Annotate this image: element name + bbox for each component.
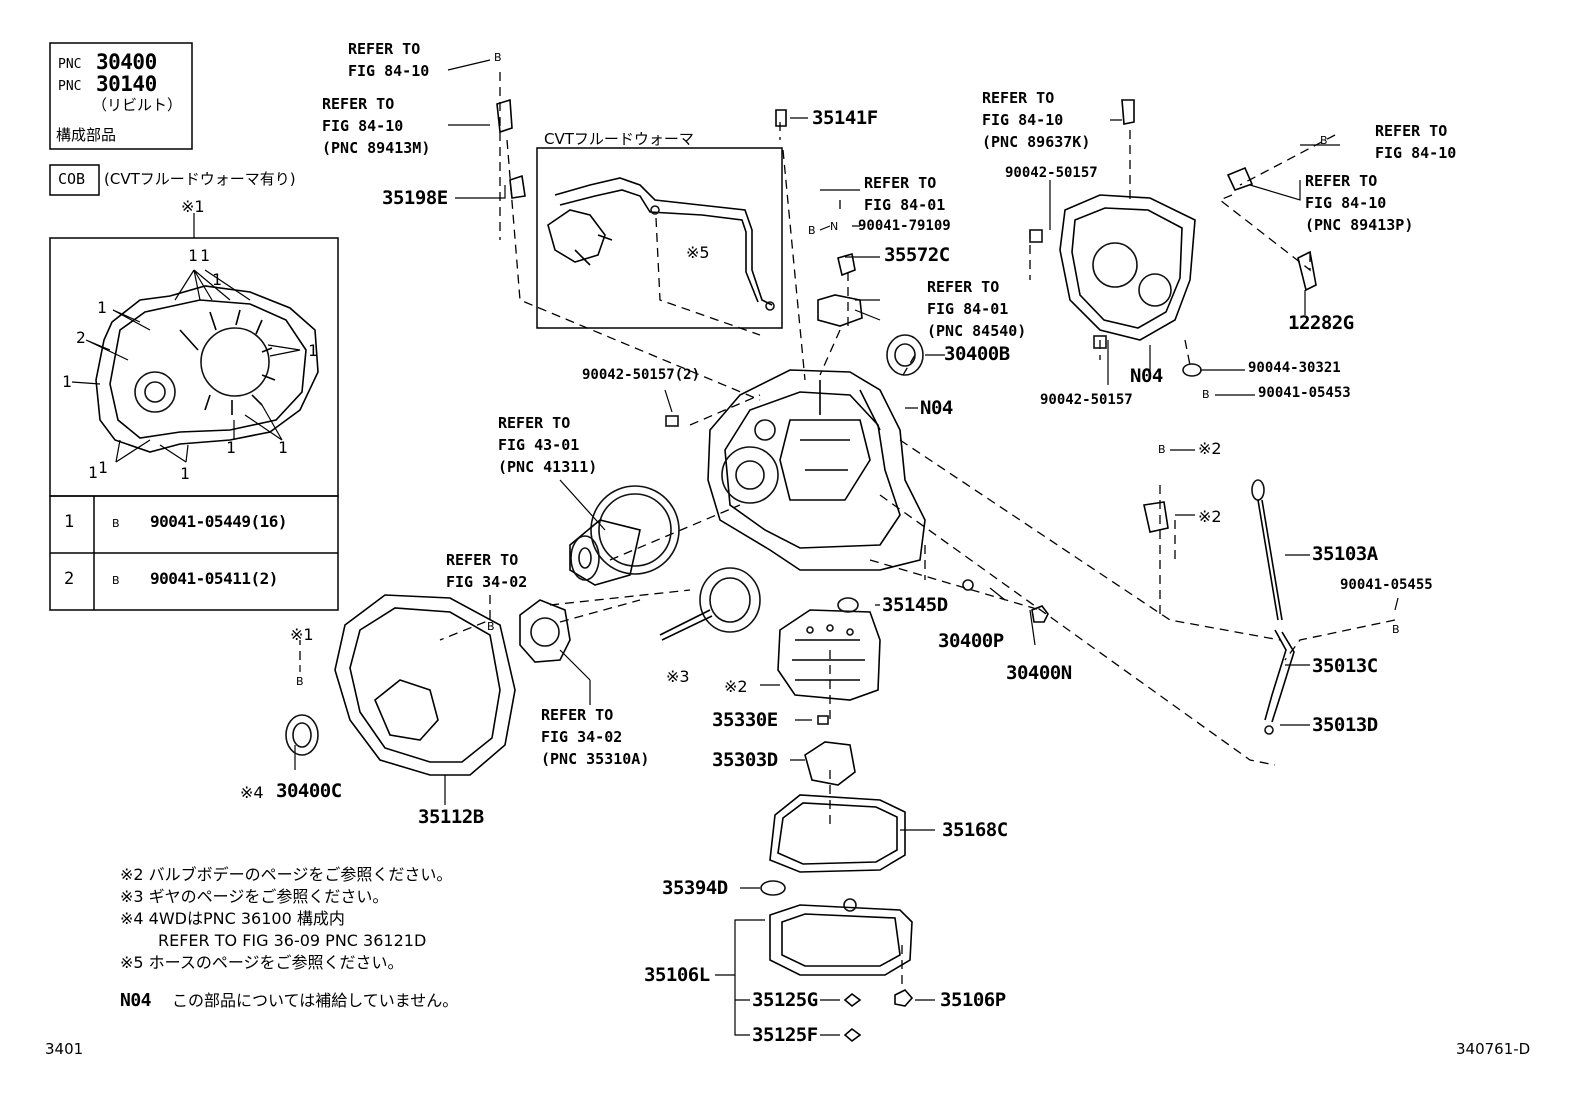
part-35168c: 35168C [942, 819, 1008, 841]
note-line: ※5 ホースのページをご参照ください。 [120, 953, 404, 972]
part-12282g: 12282G [1288, 312, 1354, 334]
ref-mark-3: ※3 [666, 667, 690, 686]
detail-callout-11: 1 [88, 463, 98, 482]
ref-mark-2c: ※2 [724, 677, 748, 696]
detail-callout-6: 1 [308, 341, 318, 360]
footer-left-code: 3401 [45, 1040, 84, 1058]
detail-callout-7: 1 [226, 438, 236, 457]
detail-callout-8: 1 [278, 438, 288, 457]
part-35303d: 35303D [712, 749, 778, 771]
part-35125f: 35125F [752, 1024, 818, 1046]
note-line: REFER TO FIG 36-09 PNC 36121D [158, 931, 427, 950]
n04-note-code: N04 [120, 990, 152, 1011]
detail-callout-1: 1 [188, 246, 198, 265]
legend-row-1-part: 90041-05449(16) [150, 512, 288, 531]
ref-mark-4: ※4 [240, 783, 264, 802]
detail-callout-5: 1 [62, 372, 72, 391]
part-35145d: 35145D [882, 594, 948, 616]
warmer-title: CVTフルードウォーマ [544, 130, 694, 148]
detail-callout-2: 1 [200, 246, 210, 265]
n-mark-1: N [830, 220, 839, 233]
part-35572c: 35572C [884, 244, 950, 266]
refer-fig-34-02-35310a: REFER TO FIG 34-02 (PNC 35310A) [541, 706, 650, 768]
part-90042-50157-2: 90042-50157(2) [582, 367, 701, 383]
note-line: ※3 ギヤのページをご参照ください。 [120, 887, 389, 906]
legend-row-2-mark: B [112, 574, 120, 587]
legend-row-2-num: 2 [64, 569, 75, 589]
part-30400p: 30400P [938, 630, 1004, 652]
component-label: 構成部品 [56, 126, 117, 144]
refer-fig-84-10-89413m: REFER TO FIG 84-10 (PNC 89413M) [322, 95, 431, 157]
pnc-prefix-1: PNC [58, 57, 82, 72]
legend-row-1-mark: B [112, 517, 120, 530]
note-line: ※2 バルブボデーのページをご参照ください。 [120, 865, 453, 884]
refer-fig-43-01-41311: REFER TO FIG 43-01 (PNC 41311) [498, 414, 598, 476]
detail-callout-3: 1 [97, 298, 107, 317]
detail-callout-4: 2 [76, 328, 86, 347]
note-line: ※4 4WDはPNC 36100 構成内 [120, 909, 345, 928]
warmer-note: ※5 [686, 243, 710, 262]
footer-right-code: 340761-D [1456, 1040, 1531, 1058]
part-n04-main: N04 [920, 397, 953, 419]
part-35103a: 35103A [1312, 543, 1378, 565]
ref-mark-1: ※1 [290, 625, 314, 644]
b-mark-8: B [296, 675, 304, 688]
part-90041-79109: 90041-79109 [858, 218, 951, 234]
refer-fig-84-10-89413p: REFER TO FIG 84-10 (PNC 89413P) [1305, 172, 1414, 234]
detail-callout-10: 1 [180, 464, 190, 483]
part-35013d: 35013D [1312, 714, 1378, 736]
part-n04-transfer: N04 [1130, 365, 1163, 387]
part-35013c: 35013C [1312, 655, 1378, 677]
part-90042-50157-top: 90042-50157 [1005, 165, 1098, 181]
b-mark-4: B [487, 620, 495, 633]
n04-note-text: この部品については補給していません。 [172, 991, 459, 1010]
detail-callout-12: 1 [212, 270, 222, 289]
part-35112b: 35112B [418, 806, 484, 828]
part-30400n: 30400N [1006, 662, 1072, 684]
part-35106l: 35106L [644, 964, 710, 986]
b-mark-5: B [1202, 388, 1210, 401]
part-35198e: 35198E [382, 187, 448, 209]
b-mark-7: B [1392, 623, 1400, 636]
part-35141f: 35141F [812, 107, 878, 129]
b-mark-3: B [1320, 134, 1328, 147]
part-35106p: 35106P [940, 989, 1006, 1011]
rebuilt-label: （リビルト） [92, 96, 183, 114]
pnc-prefix-2: PNC [58, 79, 82, 94]
refer-fig-84-01-a: REFER TO FIG 84-01 [864, 174, 946, 214]
b-mark-6: B [1158, 443, 1166, 456]
refer-fig-84-10-b: REFER TO FIG 84-10 [1375, 122, 1457, 162]
refer-fig-84-01-84540: REFER TO FIG 84-01 (PNC 84540) [927, 278, 1027, 340]
detail-ref-mark: ※1 [181, 197, 205, 216]
cob-description: (CVTフルードウォーマ有り) [104, 170, 296, 188]
part-35394d: 35394D [662, 877, 728, 899]
legend-row-2-part: 90041-05411(2) [150, 569, 278, 588]
pnc-value-2: 30140 [96, 72, 157, 96]
b-mark-1: B [494, 51, 502, 64]
part-35125g: 35125G [752, 989, 818, 1011]
part-90044-30321: 90044-30321 [1248, 360, 1341, 376]
cob-code: COB [58, 170, 86, 188]
pnc-value-1: 30400 [96, 50, 157, 74]
refer-fig-34-02-a: REFER TO FIG 34-02 [446, 551, 528, 591]
part-90041-05453: 90041-05453 [1258, 385, 1351, 401]
notes-block: ※2 バルブボデーのページをご参照ください。 ※3 ギヤのページをご参照ください… [120, 864, 452, 974]
ref-mark-2a: ※2 [1198, 439, 1222, 458]
part-30400b: 30400B [944, 343, 1010, 365]
part-90042-50157-bottom: 90042-50157 [1040, 392, 1133, 408]
part-90041-05455: 90041-05455 [1340, 577, 1433, 593]
part-30400c: 30400C [276, 780, 342, 802]
part-35330e: 35330E [712, 709, 778, 731]
b-mark-2: B [808, 224, 816, 237]
refer-fig-84-10-89637k: REFER TO FIG 84-10 (PNC 89637K) [982, 89, 1091, 151]
legend-row-1-num: 1 [64, 512, 75, 532]
refer-fig-84-10-a: REFER TO FIG 84-10 [348, 40, 430, 80]
detail-callout-9: 1 [98, 458, 108, 477]
ref-mark-2b: ※2 [1198, 507, 1222, 526]
